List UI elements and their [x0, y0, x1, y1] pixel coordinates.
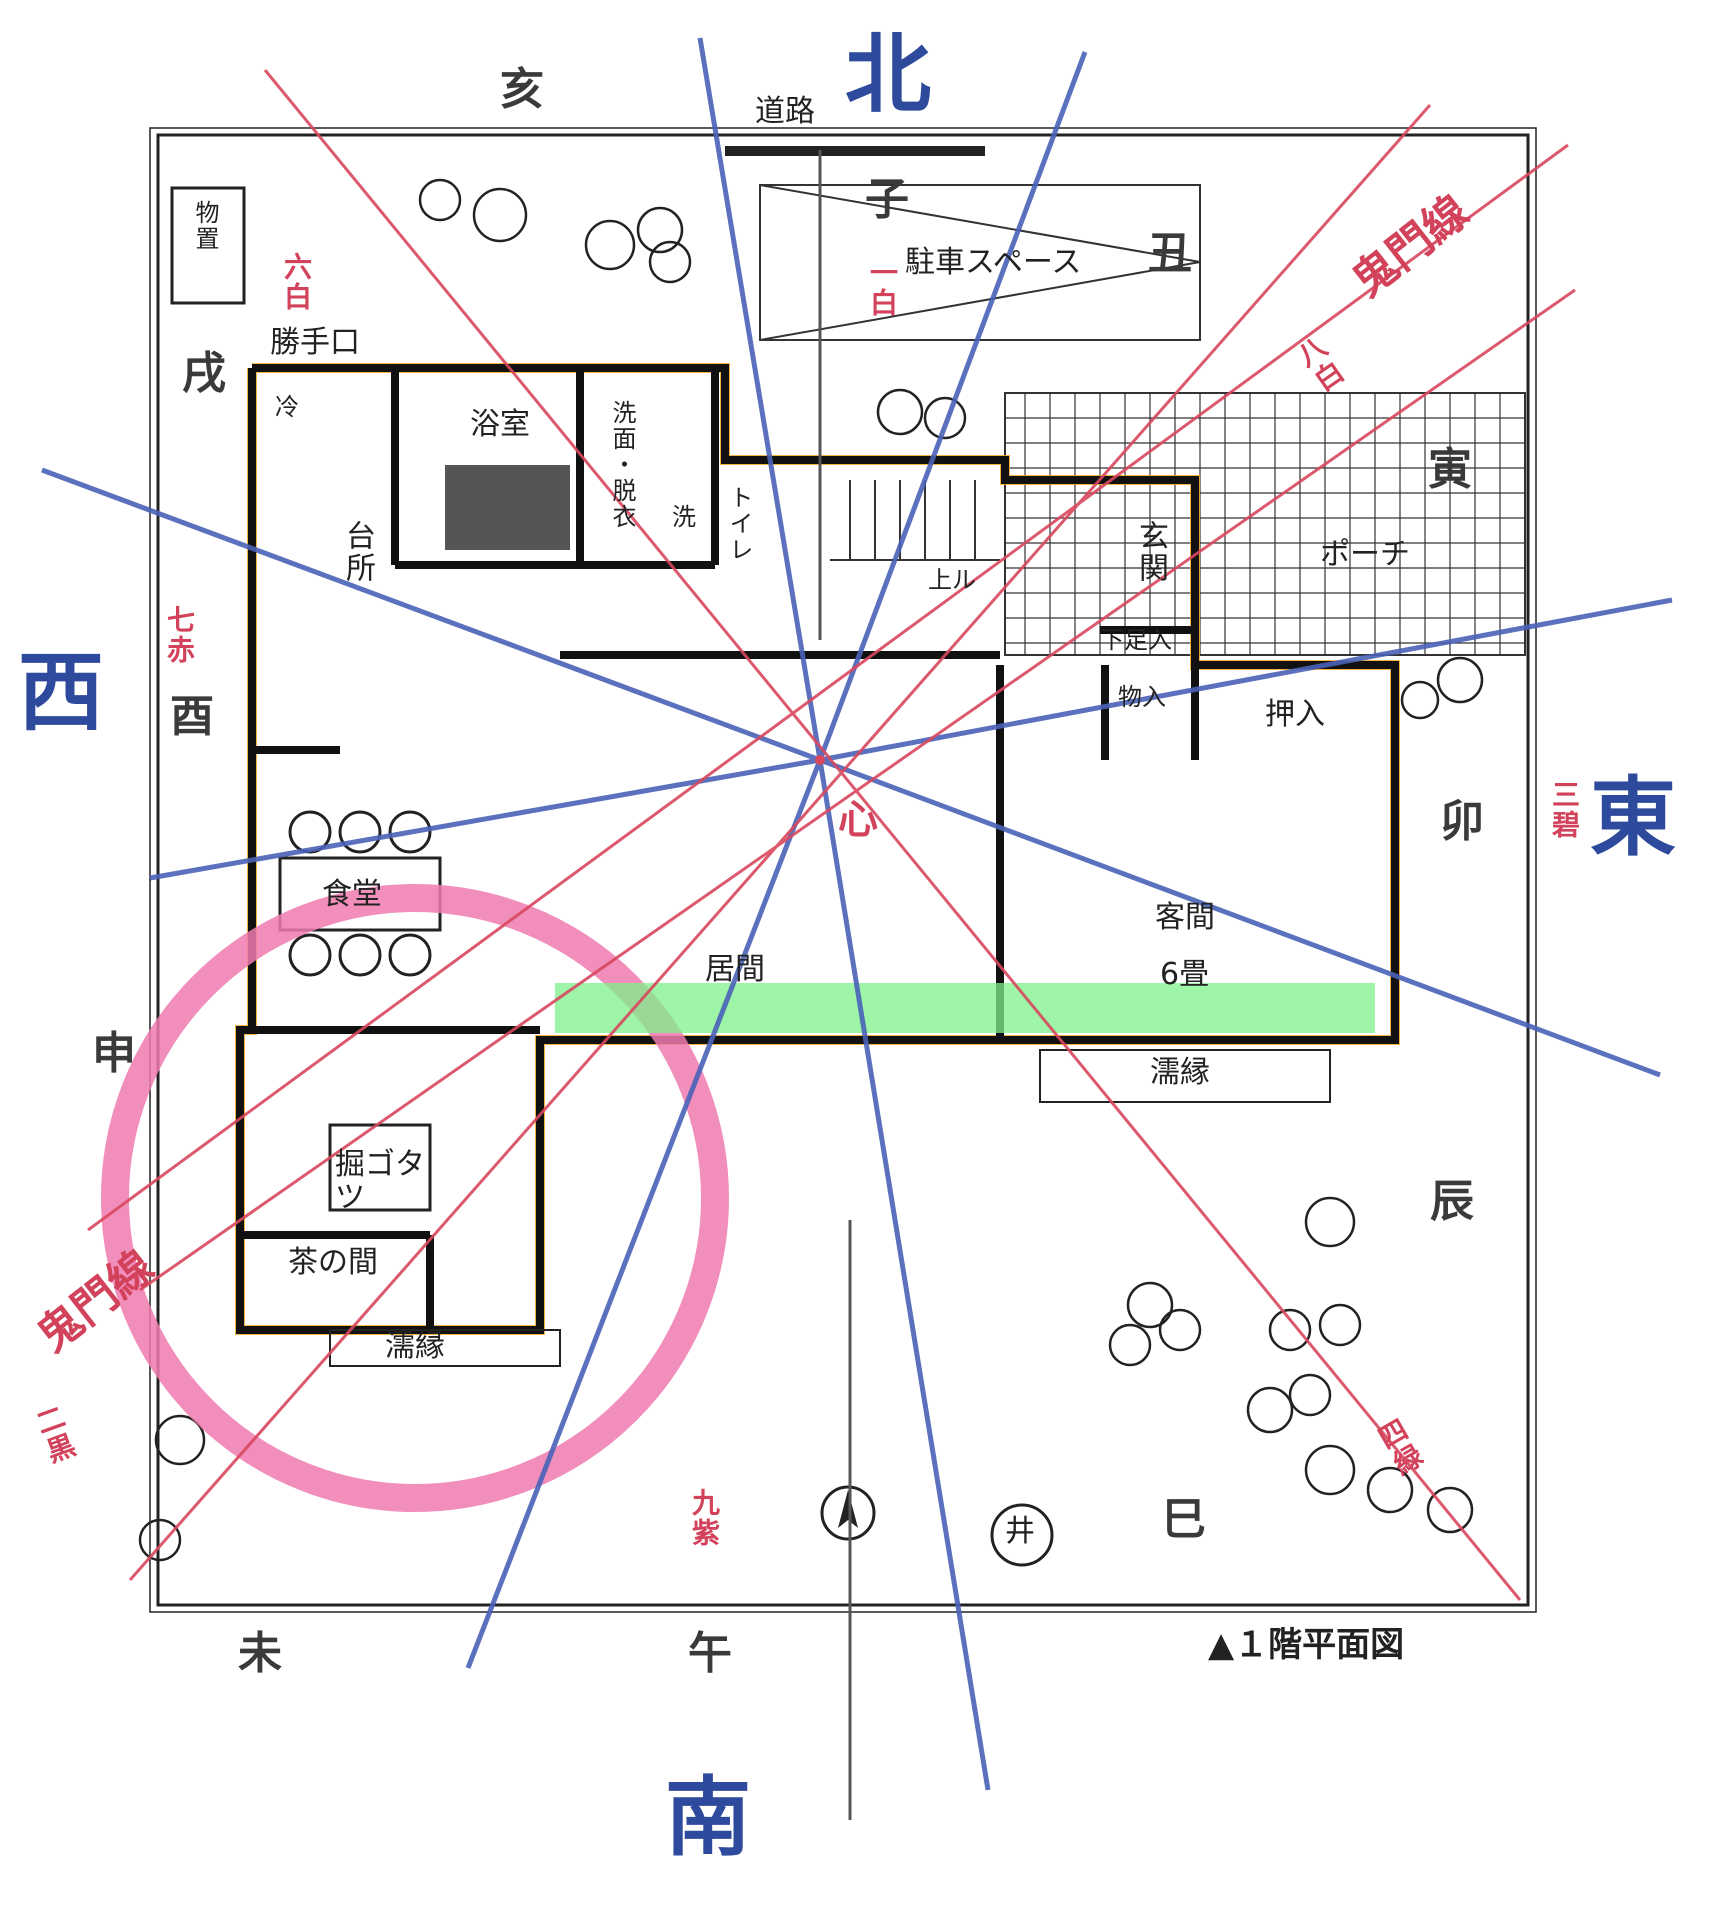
guest-room-size: 6畳: [1160, 957, 1210, 992]
parking-label: 駐車スペース: [905, 245, 1082, 280]
zodiac-tora: 寅: [1428, 444, 1472, 495]
shoe-cabinet-label: 下足入: [1100, 626, 1172, 654]
verandas: [329, 1049, 1331, 1367]
back-door-label: 勝手口: [270, 325, 360, 360]
dining-set: [278, 810, 442, 977]
well-label: 井: [1005, 1514, 1035, 1549]
star-west: 七赤: [163, 605, 196, 665]
floor-plan-caption: ▲１階平面図: [1208, 1625, 1405, 1665]
house-walls: [236, 364, 1399, 1334]
trees: [138, 178, 1484, 1562]
porch-label: ポーチ: [1320, 537, 1410, 572]
kotatsu-table: [328, 1123, 432, 1212]
star-northwest: 六白: [280, 252, 313, 312]
zodiac-mi: 巳: [1162, 1494, 1206, 1545]
toilet-label: トイレ: [725, 485, 753, 563]
bath-floor: [445, 465, 570, 550]
road-bar: [725, 146, 985, 156]
zodiac-inu: 戌: [182, 348, 226, 399]
zodiac-saru: 申: [92, 1028, 136, 1079]
bath-label: 浴室: [470, 407, 530, 442]
zodiac-ne: 子: [865, 174, 909, 225]
closet-small-label: 物入: [1118, 683, 1166, 711]
parking-space: [759, 184, 1201, 341]
storage-shed: [170, 186, 246, 305]
porch-grid: [1004, 392, 1526, 656]
direction-east: 東: [1590, 768, 1676, 868]
stairs-label: 上ル: [928, 566, 976, 594]
zodiac-u: 卯: [1440, 796, 1484, 847]
guest-room-label: 客間: [1155, 900, 1215, 935]
southwest-highlight-circle: [101, 884, 729, 1512]
living-band-highlight: [555, 983, 1375, 1033]
zodiac-hitsuji: 未: [238, 1628, 282, 1679]
zodiac-tatsu: 辰: [1430, 1176, 1474, 1227]
zodiac-uma: 午: [688, 1628, 732, 1679]
direction-south: 南: [665, 1768, 751, 1868]
road-label: 道路: [755, 94, 815, 129]
washroom-label: 洗面・脱衣: [608, 400, 636, 530]
zodiac-ushi: 丑: [1148, 228, 1192, 279]
entrance-label: 玄関: [1133, 520, 1168, 584]
living-label: 居間: [705, 952, 765, 987]
direction-north: 北: [845, 25, 931, 125]
stairs: [830, 480, 1000, 561]
tea-room-label: 茶の間: [288, 1245, 378, 1280]
storage-label: 物置: [191, 200, 219, 252]
center-point: [815, 755, 825, 765]
veranda-east-label: 濡縁: [1150, 1055, 1210, 1090]
well-symbol: [990, 1503, 1054, 1567]
kitchen-label: 台所: [340, 520, 375, 584]
zodiac-tori: 酉: [170, 691, 214, 742]
zodiac-i: 亥: [500, 64, 544, 115]
star-east: 三碧: [1548, 780, 1581, 840]
direction-west: 西: [18, 643, 104, 743]
veranda-west-label: 濡縁: [385, 1329, 445, 1364]
star-north: 一白: [866, 258, 899, 318]
dining-label: 食堂: [322, 877, 382, 912]
washer-label: 洗: [672, 503, 696, 531]
center-label: 心: [838, 797, 878, 843]
direction-lines-blue: [41, 37, 1673, 1791]
star-south: 九紫: [688, 1488, 721, 1548]
fridge-label: 冷: [275, 393, 299, 421]
closet-label: 押入: [1265, 697, 1325, 732]
kimon-lines-red: [87, 69, 1576, 1601]
kotatsu-label: 掘ゴタツ: [335, 1147, 425, 1215]
site-boundary: [149, 127, 1537, 1613]
north-arrow-icon: [820, 1485, 876, 1541]
